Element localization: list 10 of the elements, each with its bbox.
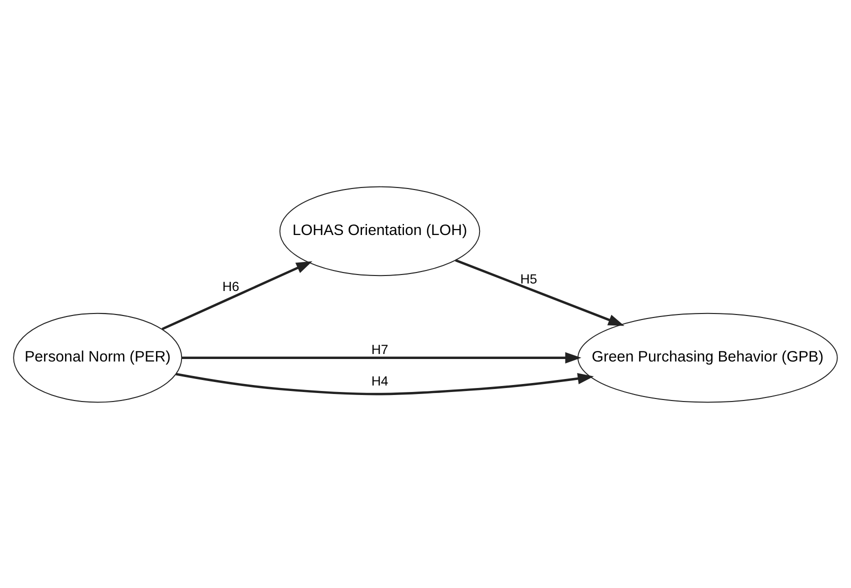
node-ellipse: LOHAS Orientation (LOH) [279, 186, 480, 276]
arrow [162, 260, 312, 330]
arrow [455, 258, 624, 326]
edge-label: H4 [371, 372, 388, 388]
arrow [182, 352, 582, 363]
node-ellipse: Personal Norm (PER) [13, 312, 182, 402]
edge-label: H7 [371, 342, 388, 357]
edge-label: H5 [520, 270, 538, 286]
edge-label: H6 [222, 278, 240, 294]
arrow [176, 372, 594, 395]
